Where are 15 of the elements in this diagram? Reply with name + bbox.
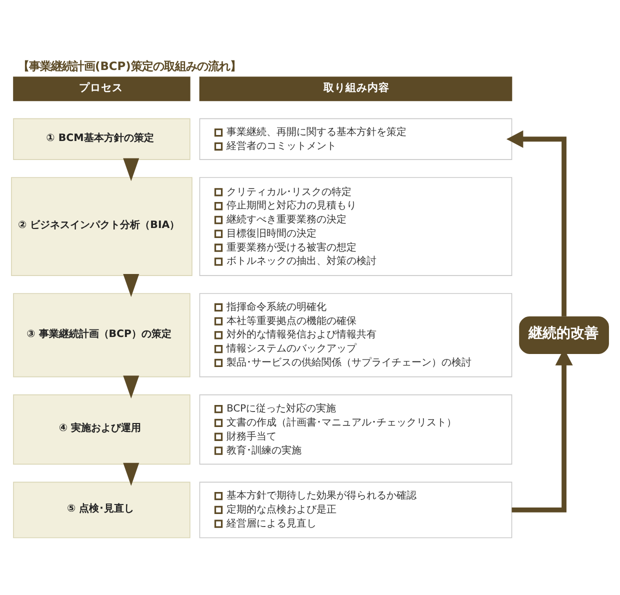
node-box: BCPに従った対応の実施 文書の作成（計画書･マニュアル･チェックリスト） 財務手当て 教育･訓練の実施	[199, 394, 512, 464]
node-box: 取り組み内容	[199, 76, 512, 101]
node-box: クリティカル･リスクの特定 停止期間と対応力の見積もり 継続すべき重要業務の決定 目標復旧時間の決定 重要業務が受ける被害の想定 ボトルネックの抽出、対策の検討	[199, 176, 512, 276]
node-box: プロセス	[13, 76, 190, 101]
node-box: ② ビジネスインパクト分析（BIA）	[11, 176, 192, 276]
arrow	[506, 130, 566, 316]
node-box: ③ 事業継続計画（BCP）の策定	[13, 292, 190, 377]
diagram-title: 【事業継続計画(BCP)策定の取組みの流れ】	[18, 58, 241, 72]
node-box: ④ 実施および運用	[13, 394, 190, 464]
node-box: ① BCM基本方針の策定	[13, 118, 190, 160]
node-box: ⑤ 点検･見直し	[13, 481, 190, 538]
node-box: 基本方針で期待した効果が得られるか確認 定期的な点検および是正 経営層による見直し	[199, 481, 512, 538]
node-box: 指揮命令系統の明確化 本社等重要拠点の機能の確保 対外的な情報発信および情報共有 情報システムのバックアップ 製品･サービスの供給関係（サプライチェーン）の検討	[199, 292, 512, 377]
node-box: 継続的改善	[519, 316, 609, 354]
node-box: 事業継続、再開に関する基本方針を策定 経営者のコミットメント	[199, 118, 512, 160]
